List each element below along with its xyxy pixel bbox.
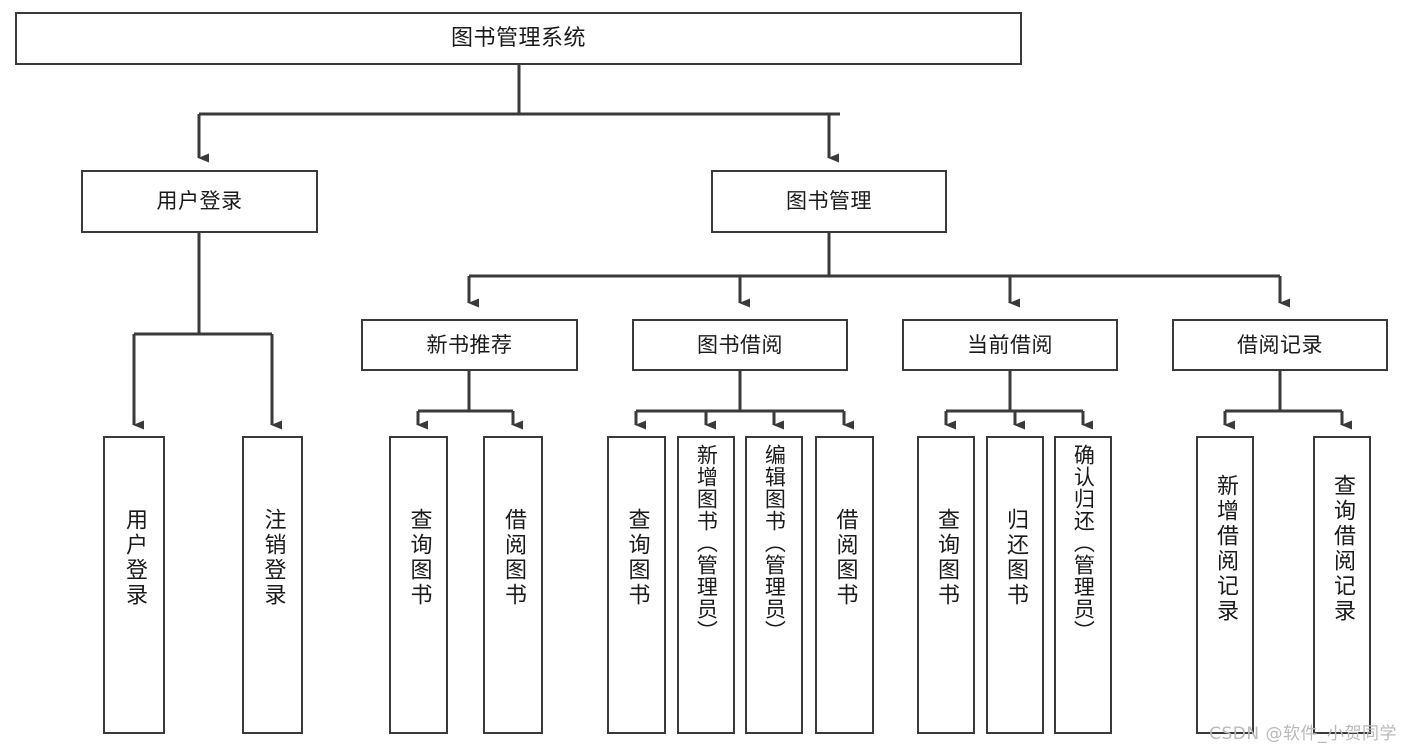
node-leaf-return-book-label: 归还图书 bbox=[1002, 508, 1028, 608]
node-leaf-user-login[interactable]: 用户登录 bbox=[103, 436, 165, 734]
node-leaf-query-book-2-label: 查询图书 bbox=[624, 508, 650, 608]
node-root[interactable]: 图书管理系统 bbox=[15, 12, 1022, 65]
node-leaf-return-book[interactable]: 归还图书 bbox=[986, 436, 1044, 734]
node-new-book-recommend-label: 新书推荐 bbox=[426, 332, 513, 357]
node-current-borrow[interactable]: 当前借阅 bbox=[902, 319, 1118, 371]
node-leaf-borrow-book-2[interactable]: 借阅图书 bbox=[815, 436, 874, 734]
node-user-login[interactable]: 用户登录 bbox=[81, 170, 318, 233]
node-user-login-label: 用户登录 bbox=[156, 189, 243, 214]
node-book-borrow-label: 图书借阅 bbox=[697, 332, 783, 357]
node-leaf-query-record-label: 查询借阅记录 bbox=[1329, 474, 1355, 624]
node-borrow-record-label: 借阅记录 bbox=[1237, 332, 1323, 357]
node-current-borrow-label: 当前借阅 bbox=[967, 332, 1053, 357]
node-leaf-query-book-1[interactable]: 查询图书 bbox=[389, 436, 448, 734]
node-book-management[interactable]: 图书管理 bbox=[711, 170, 947, 233]
node-leaf-logout-login-label: 注销登录 bbox=[260, 508, 286, 608]
node-leaf-add-record-label: 新增借阅记录 bbox=[1212, 474, 1238, 624]
node-leaf-edit-book-label: 编辑图书（管理员） bbox=[762, 444, 787, 642]
node-leaf-edit-book[interactable]: 编辑图书（管理员） bbox=[745, 436, 803, 734]
node-borrow-record[interactable]: 借阅记录 bbox=[1172, 319, 1388, 371]
node-book-management-label: 图书管理 bbox=[786, 189, 872, 214]
watermark-text: CSDN @软件_小贺同学 bbox=[1209, 724, 1397, 744]
node-leaf-borrow-book-2-label: 借阅图书 bbox=[832, 508, 858, 608]
node-leaf-user-login-label: 用户登录 bbox=[121, 508, 147, 608]
node-leaf-logout-login[interactable]: 注销登录 bbox=[242, 436, 303, 734]
node-leaf-add-book[interactable]: 新增图书（管理员） bbox=[677, 436, 735, 734]
node-leaf-borrow-book-1-label: 借阅图书 bbox=[500, 508, 526, 608]
node-root-label: 图书管理系统 bbox=[450, 25, 586, 51]
node-leaf-confirm-return-label: 确认归还（管理员） bbox=[1071, 444, 1096, 642]
node-leaf-add-book-label: 新增图书（管理员） bbox=[694, 444, 719, 642]
node-leaf-query-book-1-label: 查询图书 bbox=[406, 508, 432, 608]
node-leaf-query-record[interactable]: 查询借阅记录 bbox=[1313, 436, 1371, 734]
node-book-borrow[interactable]: 图书借阅 bbox=[632, 319, 848, 371]
node-leaf-confirm-return[interactable]: 确认归还（管理员） bbox=[1054, 436, 1112, 734]
node-new-book-recommend[interactable]: 新书推荐 bbox=[361, 319, 578, 371]
node-leaf-query-book-3-label: 查询图书 bbox=[933, 508, 959, 608]
node-leaf-query-book-2[interactable]: 查询图书 bbox=[607, 436, 666, 734]
node-leaf-add-record[interactable]: 新增借阅记录 bbox=[1196, 436, 1254, 734]
node-leaf-query-book-3[interactable]: 查询图书 bbox=[917, 436, 975, 734]
node-leaf-borrow-book-1[interactable]: 借阅图书 bbox=[483, 436, 543, 734]
